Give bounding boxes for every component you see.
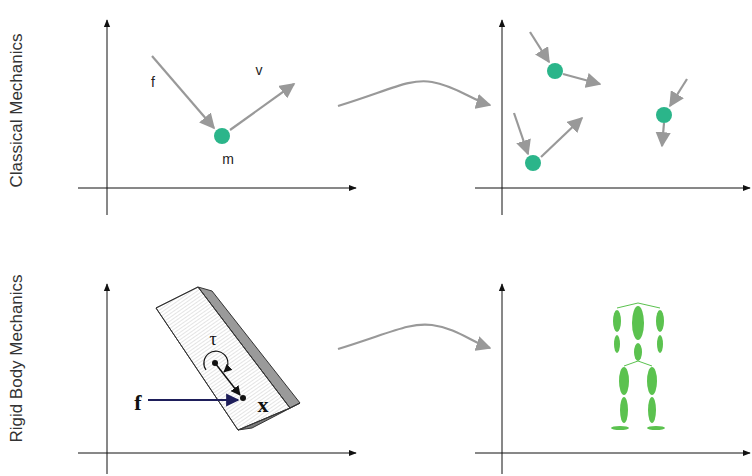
applied-force-arrow (148, 399, 238, 401)
force-label: f (134, 392, 141, 414)
mass-label: m (222, 152, 234, 166)
position-label: x (258, 394, 269, 416)
transition-arrow (338, 81, 490, 349)
force-label: f (151, 75, 155, 89)
particle-arrows (514, 32, 687, 157)
torque-symbol (204, 351, 246, 401)
velocity-label: v (256, 63, 263, 77)
force-velocity-arrows (152, 56, 294, 130)
rigid-block (156, 287, 300, 430)
row-heading: Rigid Body Mechanics (8, 274, 25, 442)
row-heading: Classical Mechanics (8, 33, 25, 187)
particle (214, 128, 230, 144)
axes (78, 20, 750, 474)
torque-label: τ (209, 330, 216, 348)
articulated-figure (611, 303, 665, 430)
particles (525, 63, 672, 171)
